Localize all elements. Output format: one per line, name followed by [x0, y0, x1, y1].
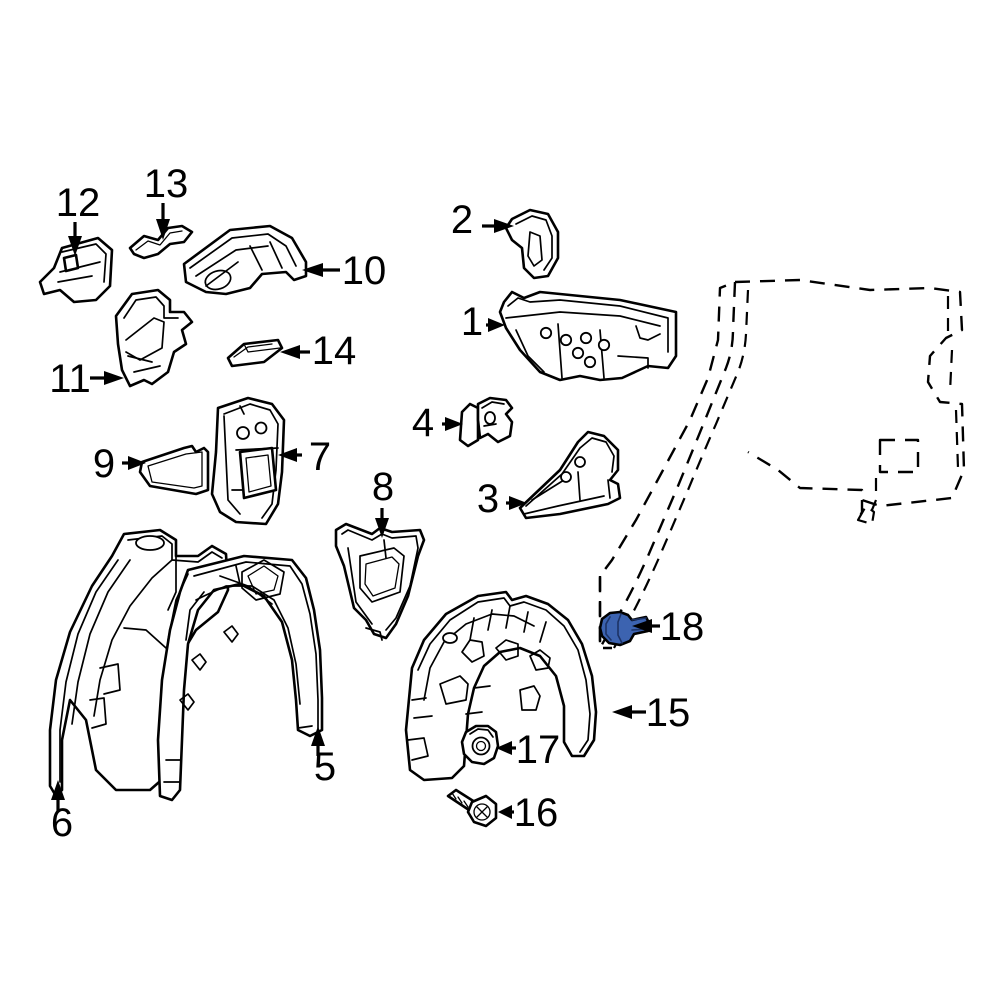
leader-9 — [122, 456, 146, 470]
callout-number-14[interactable]: 14 — [312, 329, 357, 373]
leader-15 — [612, 705, 646, 719]
callout-number-5[interactable]: 5 — [314, 745, 336, 789]
callout-number-8[interactable]: 8 — [372, 465, 394, 509]
callout-number-4[interactable]: 4 — [412, 401, 434, 445]
part-9-shape — [138, 444, 210, 496]
leader-14 — [280, 345, 310, 359]
part-15-shape — [404, 590, 598, 782]
part-12-shape — [38, 236, 114, 304]
part-7-shape — [210, 396, 286, 526]
part-16-shape — [446, 788, 498, 828]
part-11-shape — [114, 288, 194, 388]
callout-number-15[interactable]: 15 — [646, 691, 691, 735]
leader-5 — [311, 726, 325, 756]
leader-4 — [442, 417, 463, 431]
part-8-shape — [334, 522, 426, 641]
callout-number-7[interactable]: 7 — [309, 435, 331, 479]
callout-number-12[interactable]: 12 — [56, 181, 101, 225]
leader-16 — [498, 805, 514, 819]
leader-7 — [278, 448, 302, 462]
callout-number-2[interactable]: 2 — [451, 198, 473, 242]
callout-number-11[interactable]: 11 — [49, 357, 91, 401]
part-2-shape — [504, 208, 560, 280]
part-1-shape — [498, 290, 678, 382]
leader-10 — [302, 263, 340, 277]
part-14-shape — [226, 338, 284, 368]
part-10-shape — [182, 224, 308, 296]
callout-number-1[interactable]: 1 — [461, 300, 483, 344]
callout-number-16[interactable]: 16 — [514, 791, 559, 835]
callout-number-6[interactable]: 6 — [51, 801, 73, 845]
leader-1 — [486, 318, 505, 332]
callout-number-3[interactable]: 3 — [477, 477, 499, 521]
leader-2 — [482, 219, 514, 233]
part-5-shape — [156, 554, 324, 802]
part-18-shape-highlighted — [598, 610, 652, 647]
part-3-shape — [518, 430, 622, 520]
leader-8 — [375, 508, 389, 538]
leader-18 — [632, 619, 660, 633]
leader-17 — [496, 741, 516, 755]
callout-number-18[interactable]: 18 — [660, 605, 705, 649]
leader-12 — [68, 222, 82, 256]
callout-number-13[interactable]: 13 — [144, 162, 189, 206]
part-17-shape — [460, 724, 500, 766]
part-4-shape — [458, 396, 514, 448]
quarter-panel-phantom-outline — [598, 278, 966, 650]
callout-number-9[interactable]: 9 — [93, 442, 115, 486]
leader-11 — [90, 371, 124, 385]
part-13-shape — [128, 224, 194, 260]
leader-3 — [506, 496, 527, 510]
callout-number-17[interactable]: 17 — [516, 728, 561, 772]
leader-6 — [51, 780, 65, 812]
callout-number-10[interactable]: 10 — [342, 249, 387, 293]
leader-13 — [156, 203, 170, 240]
